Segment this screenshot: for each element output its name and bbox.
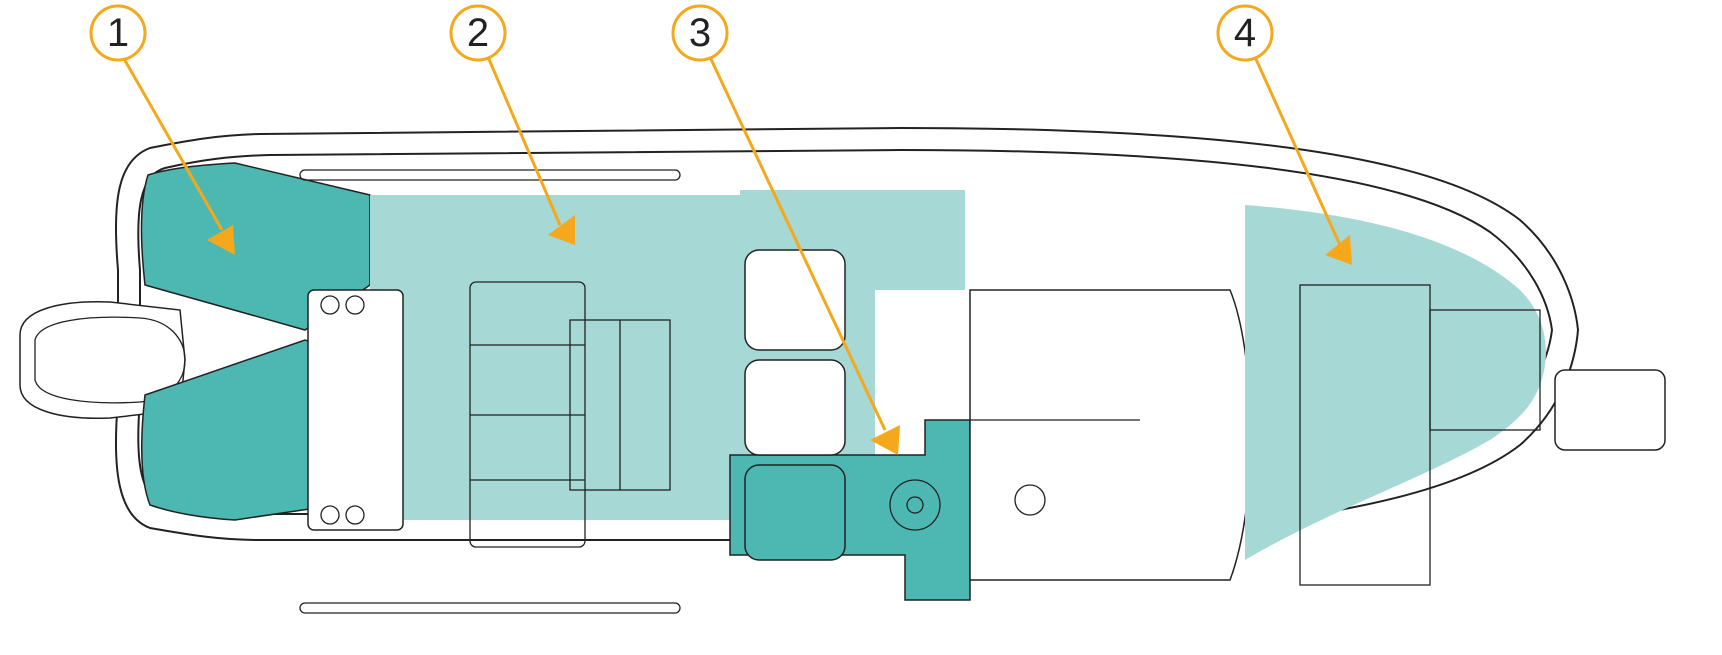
bow-seat [1299, 284, 1431, 586]
transom-bench [307, 289, 404, 531]
cupholder [320, 295, 340, 315]
anchor-locker [1554, 369, 1666, 451]
callout-2-label: 2 [467, 11, 489, 55]
cupholder [345, 295, 365, 315]
helm-seats [744, 249, 846, 561]
callout-3: 3 [671, 4, 900, 455]
motor-cowling [34, 316, 186, 404]
steering-wheel [889, 479, 941, 531]
cupholder [345, 505, 365, 525]
callout-3-label: 3 [689, 11, 711, 55]
bow-locker [1429, 309, 1541, 431]
center-console [969, 289, 1252, 581]
zone-4-bow [1245, 205, 1546, 560]
hatch [1014, 484, 1046, 516]
callout-1: 1 [89, 4, 235, 255]
callout-1-label: 1 [107, 11, 129, 55]
side-rail-port [299, 169, 681, 181]
hull-outline [114, 126, 1580, 541]
cupholder [320, 505, 340, 525]
seat-cushions [470, 344, 585, 481]
side-rail-starboard [299, 602, 681, 614]
callout-2: 2 [449, 4, 575, 245]
callout-4: 4 [1216, 4, 1352, 265]
callout-4-label: 4 [1234, 11, 1256, 55]
